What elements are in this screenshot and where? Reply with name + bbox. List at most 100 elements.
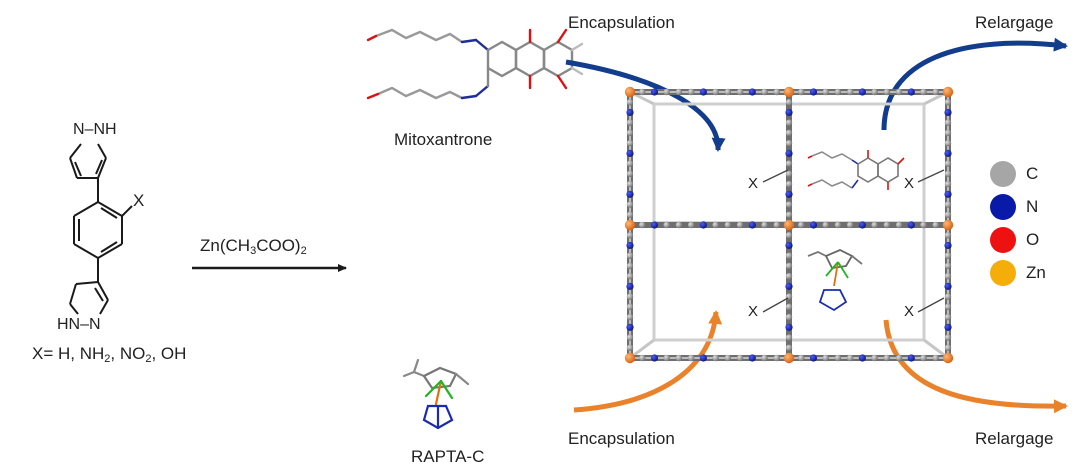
nitrogen-atom xyxy=(809,88,818,96)
carbon-atom xyxy=(895,88,903,96)
carbon-atom xyxy=(785,232,793,239)
carbon-atom xyxy=(687,221,695,229)
carbon-atom xyxy=(785,180,793,188)
carbon-atom xyxy=(944,160,952,167)
top-pyrazole-ring xyxy=(69,143,107,179)
carbon-atom xyxy=(944,170,952,178)
carbon-atom xyxy=(944,313,952,321)
carbon-atom xyxy=(736,354,744,362)
carbon-atom xyxy=(761,221,768,229)
carbon-atom xyxy=(785,272,793,280)
carbon-atom xyxy=(785,170,793,178)
x-label-top-right: X xyxy=(904,175,915,192)
carbon-atom xyxy=(626,232,634,239)
carbon-atom xyxy=(944,129,952,137)
pyrazole-nh-bottom-label: HN–N xyxy=(57,316,101,333)
carbon-atom xyxy=(920,354,927,362)
carbon-atom xyxy=(798,88,805,96)
zinc-node xyxy=(942,86,954,98)
nitrogen-atom xyxy=(650,221,659,229)
carbon-atom xyxy=(798,221,805,229)
nitrogen-atom xyxy=(785,190,793,198)
carbon-atom xyxy=(785,99,793,106)
carbon-atom xyxy=(626,211,634,218)
carbon-atom xyxy=(785,139,793,147)
carbon-atom xyxy=(944,99,952,106)
legend-label-n: N xyxy=(1026,197,1039,216)
nitrogen-atom xyxy=(858,88,866,96)
carbon-atom xyxy=(626,344,634,351)
legend-label-zn: Zn xyxy=(1026,263,1046,282)
mitoxantrone-molecule xyxy=(366,28,584,100)
carbon-atom xyxy=(724,221,732,229)
nitrogen-atom xyxy=(626,282,634,290)
release-arrow-orange xyxy=(883,319,1068,414)
nitrogen-atom xyxy=(809,221,818,229)
carbon-atom xyxy=(687,354,695,362)
legend-label-o: O xyxy=(1026,230,1040,249)
carbon-atom xyxy=(871,221,878,229)
zinc-node xyxy=(783,86,795,98)
carbon-atom xyxy=(773,88,780,96)
carbon-atom xyxy=(932,221,939,229)
rapta-c-molecule xyxy=(402,358,470,430)
nitrogen-atom xyxy=(809,354,818,362)
mitoxantrone-in-pore xyxy=(807,150,905,190)
carbon-atom xyxy=(761,354,768,362)
carbon-atom xyxy=(834,88,842,96)
carbon-atom xyxy=(944,344,952,351)
carbon-atom xyxy=(822,221,829,229)
carbon-atom xyxy=(785,160,793,167)
carbon-atom xyxy=(944,293,952,300)
carbon-atom xyxy=(785,252,793,259)
legend-swatch-zn xyxy=(990,260,1016,286)
zinc-node xyxy=(624,352,636,364)
carbon-atom xyxy=(639,221,646,229)
carbon-atom xyxy=(626,99,634,106)
carbon-atom xyxy=(944,252,952,259)
carbon-atom xyxy=(846,88,854,96)
nitrogen-atom xyxy=(699,354,707,362)
carbon-atom xyxy=(639,354,646,362)
nitrogen-atom xyxy=(626,190,634,198)
carbon-atom xyxy=(626,303,634,311)
x-label-bottom-left: X xyxy=(748,303,759,320)
carbon-atom xyxy=(895,354,903,362)
carbon-atom xyxy=(785,262,793,270)
legend-swatch-o xyxy=(990,227,1016,253)
carbon-atom xyxy=(944,272,952,280)
carbon-atom xyxy=(944,180,952,188)
nitrogen-atom xyxy=(785,323,793,331)
nitrogen-atom xyxy=(626,323,634,331)
carbon-atom xyxy=(675,221,683,229)
benzene-ring xyxy=(73,201,123,259)
carbon-atom xyxy=(773,221,780,229)
carbon-atom xyxy=(895,221,903,229)
nitrogen-atom xyxy=(785,241,793,250)
nitrogen-atom xyxy=(626,149,634,157)
zinc-node xyxy=(624,219,636,231)
encapsulation-arrow-orange xyxy=(573,310,723,413)
nitrogen-atom xyxy=(907,221,915,229)
carbon-atom xyxy=(663,221,670,229)
nitrogen-atom xyxy=(785,149,793,157)
rapta-c-label: RAPTA-C xyxy=(411,447,485,466)
carbon-atom xyxy=(626,160,634,167)
carbon-atom xyxy=(798,354,805,362)
mof-framework xyxy=(624,86,954,364)
legend-swatch-n xyxy=(990,194,1016,220)
carbon-atom xyxy=(846,354,854,362)
carbon-atom xyxy=(675,354,683,362)
carbon-atom xyxy=(944,303,952,311)
nitrogen-atom xyxy=(944,241,952,250)
legend-item-zn: Zn xyxy=(990,260,1046,286)
carbon-atom xyxy=(626,293,634,300)
carbon-atom xyxy=(626,252,634,259)
carbon-atom xyxy=(663,88,670,96)
bottom-pyrazole-ring xyxy=(69,281,109,315)
carbon-atom xyxy=(944,201,952,208)
carbon-atom xyxy=(883,88,891,96)
framework-atoms xyxy=(624,86,954,364)
carbon-atom xyxy=(626,139,634,147)
